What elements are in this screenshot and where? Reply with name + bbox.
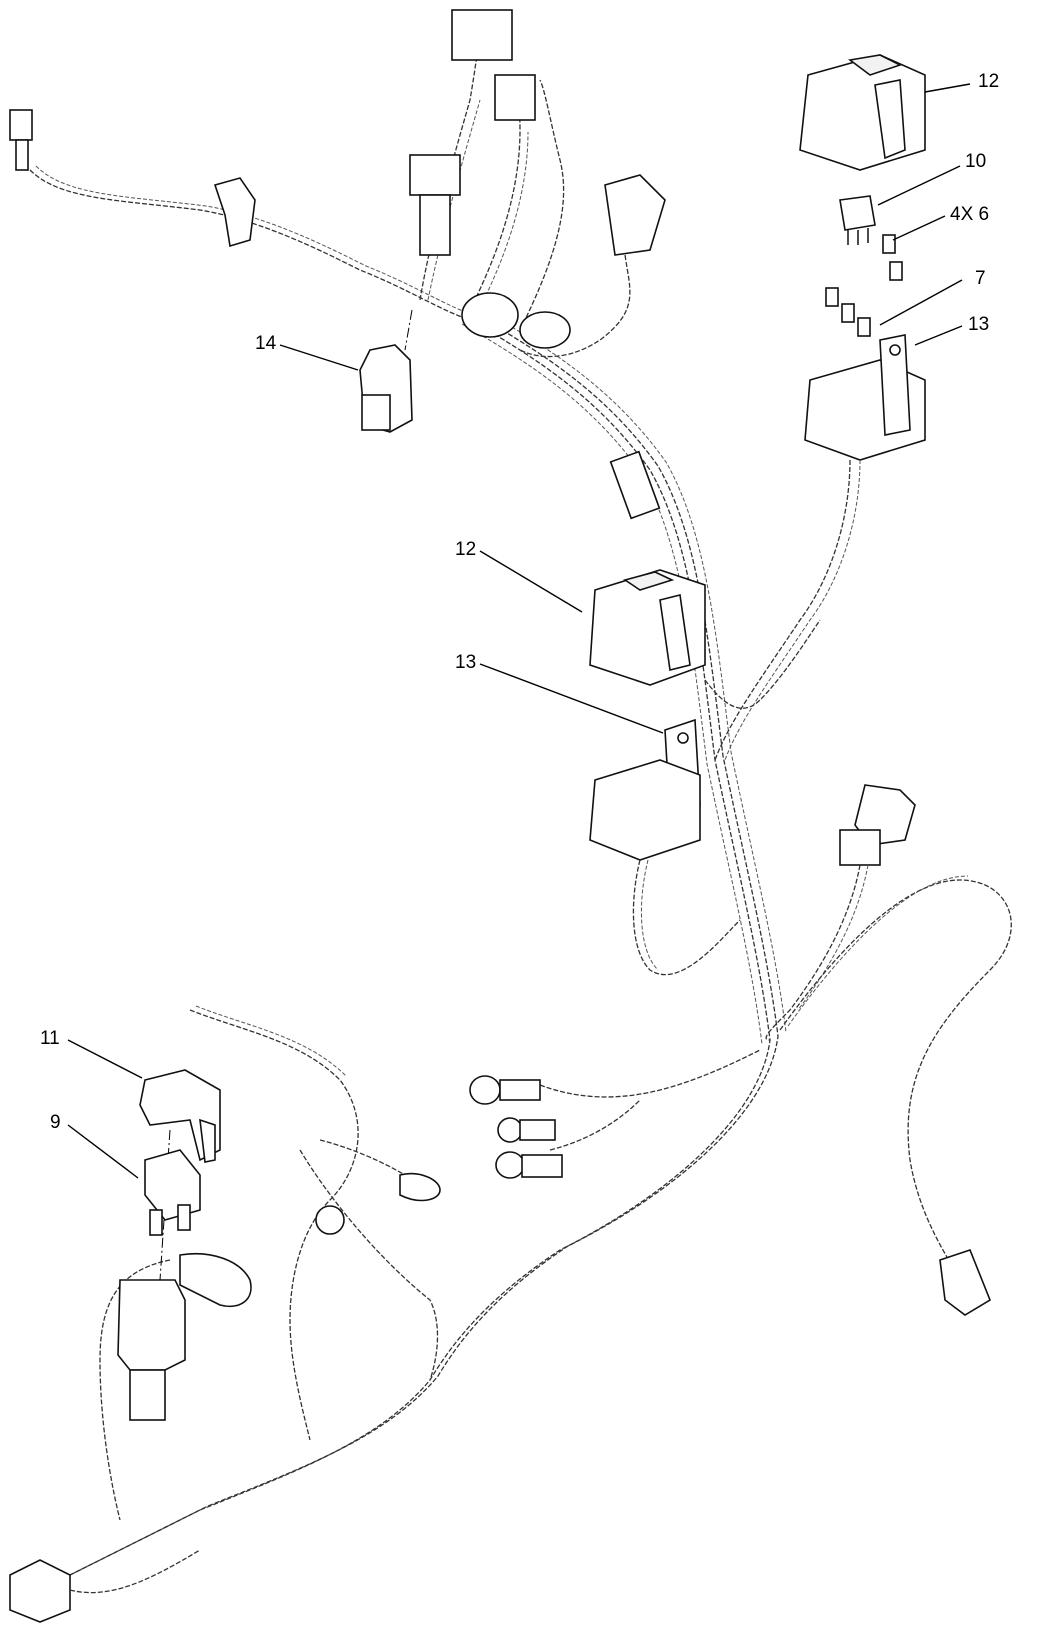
top-right-fuse-block: [714, 54, 926, 761]
right-branch: [765, 784, 1012, 1316]
mini-fuse: [841, 303, 855, 323]
upper-branches: [409, 9, 666, 358]
small-connector-upper-left: [9, 109, 33, 141]
lower-connector-cluster: [469, 1049, 761, 1179]
top-connector-a: [451, 9, 513, 61]
callout-12-top: 12: [978, 71, 1000, 92]
round-connector-right: [604, 174, 666, 256]
upper-left-branch: [9, 109, 477, 321]
callout-13-top: 13: [968, 314, 990, 335]
fuse-cover-11: [139, 1069, 221, 1162]
mini-fuse: [825, 287, 839, 307]
maxi-fuse-9: [144, 1149, 201, 1221]
relay-cover-top: [799, 54, 926, 171]
callout-14: 14: [255, 333, 277, 354]
ring-terminal: [399, 1172, 441, 1202]
main-harness-trunk: [59, 311, 787, 1581]
bottom-left-connector: [9, 1549, 201, 1623]
relay-socket-mid: [589, 759, 701, 861]
boot-terminal: [179, 1252, 252, 1307]
lower-left-branch: [99, 1005, 441, 1521]
callout-9: 9: [50, 1112, 61, 1133]
bracket-13-top: [879, 334, 911, 436]
leader-lines: [67, 83, 971, 1179]
top-connector-c: [409, 154, 461, 196]
part-14-connector: [359, 309, 413, 433]
grommets: [461, 292, 661, 520]
clip-upper-left: [213, 177, 256, 248]
fuse-holder-body: [117, 1279, 186, 1371]
mini-fuse-7: [857, 317, 871, 337]
fuse-cover-and-fuse: [139, 1069, 221, 1236]
mini-fuse: [889, 261, 903, 281]
middle-fuse-block: [589, 569, 821, 976]
mini-fuse: [882, 234, 896, 254]
callout-10: 10: [965, 151, 987, 172]
relay-10: [839, 195, 876, 231]
callout-7: 7: [975, 268, 986, 289]
connector-right-lower: [939, 1249, 991, 1316]
top-connector-b: [494, 74, 536, 121]
callout-13-mid: 13: [455, 652, 477, 673]
callout-12-mid: 12: [455, 539, 477, 560]
callout-11: 11: [40, 1028, 60, 1049]
callout-4x6: 4X 6: [950, 204, 990, 225]
